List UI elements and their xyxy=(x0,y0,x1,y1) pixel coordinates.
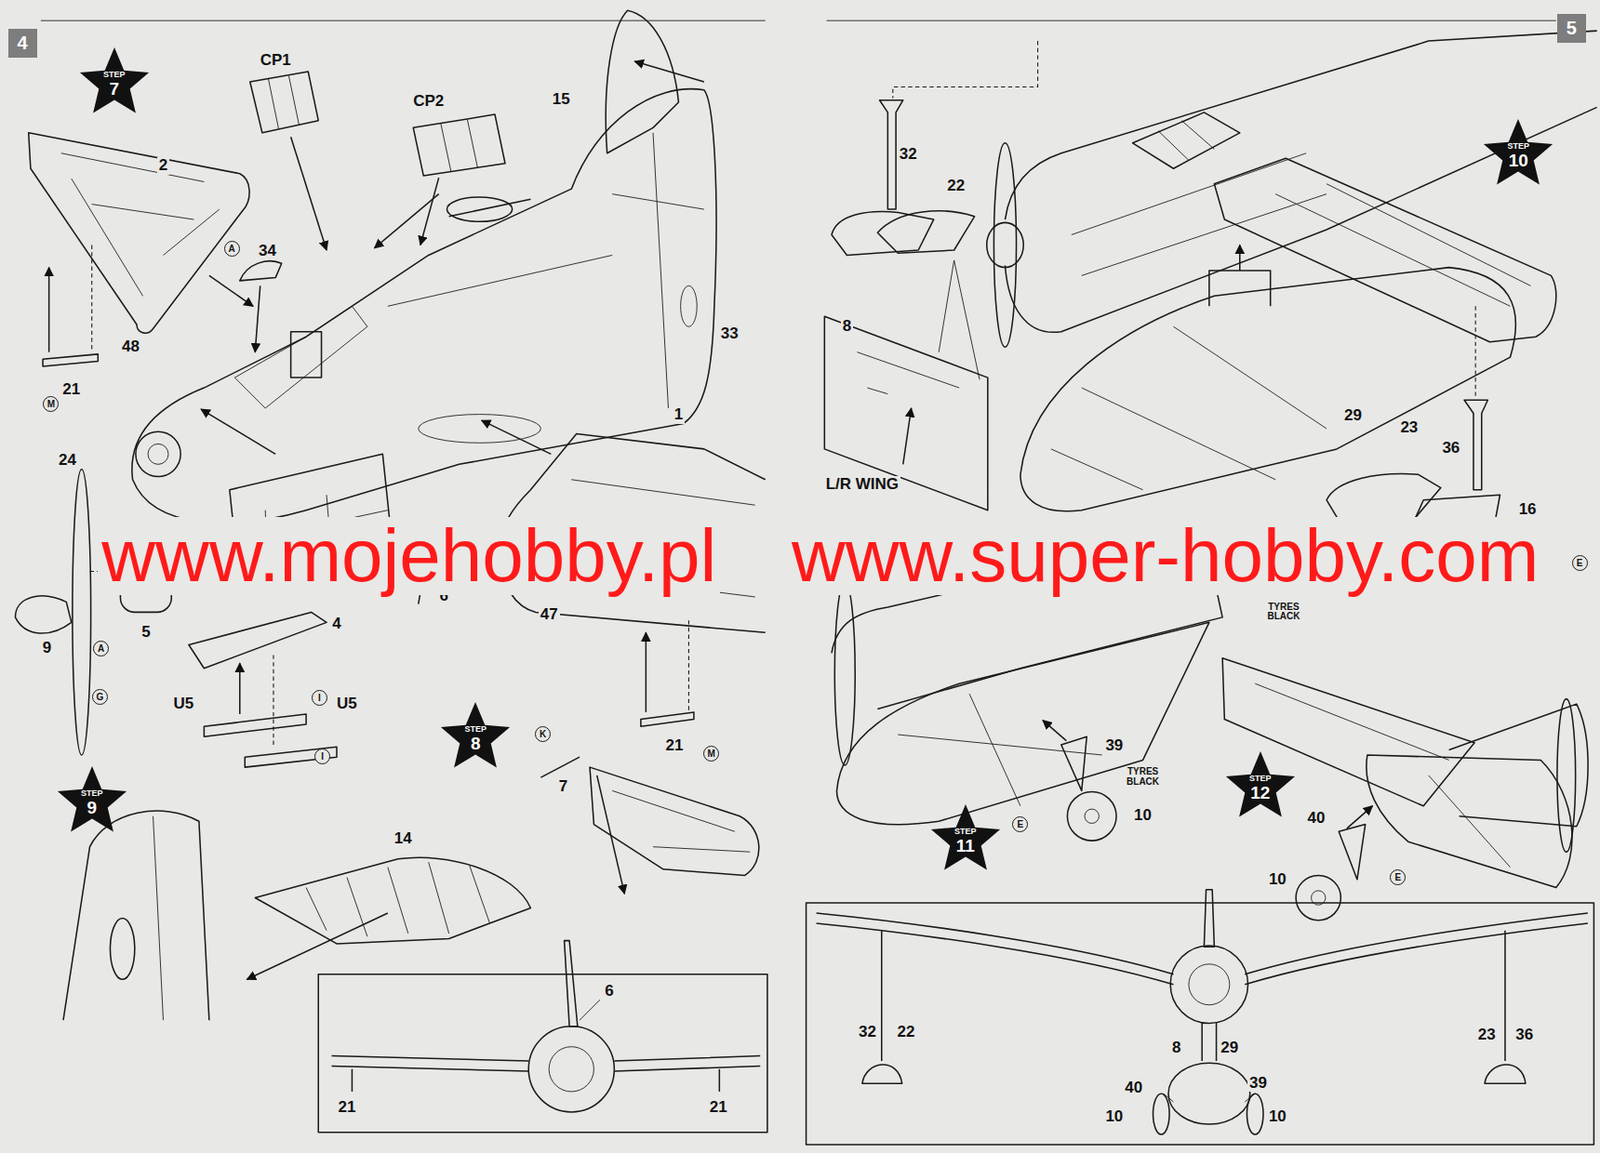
callout-number: U5 xyxy=(172,695,197,714)
callout-number: 33 xyxy=(719,325,741,344)
page-number-box: 5 xyxy=(1557,13,1587,43)
callout-number: 10 xyxy=(1266,871,1289,890)
callout-number: 7 xyxy=(557,778,570,797)
step-star: STEP11 xyxy=(928,801,1003,877)
callout-number: CP1 xyxy=(258,52,294,70)
paint-code: M xyxy=(47,399,55,410)
page-number: 5 xyxy=(1566,17,1577,40)
paint-code: A xyxy=(97,643,105,654)
paint-code-circle: A xyxy=(224,240,240,257)
step-word: STEP xyxy=(438,724,513,734)
step-number: 10 xyxy=(1480,150,1556,172)
paint-code: E xyxy=(1017,819,1025,830)
callout-number: 40 xyxy=(1122,1080,1145,1098)
paint-note: TYRES BLACK xyxy=(1265,602,1302,623)
step-number: 8 xyxy=(438,733,513,755)
callout-number: 21 xyxy=(60,381,82,400)
step-star: STEP12 xyxy=(1223,748,1298,824)
step-star: STEP7 xyxy=(77,44,152,120)
step-number: 11 xyxy=(928,836,1003,857)
callout-number: 39 xyxy=(1103,737,1125,756)
paint-note: TYRES BLACK xyxy=(1124,767,1161,787)
step-word: STEP xyxy=(928,826,1003,837)
callout-number: 22 xyxy=(895,1024,918,1042)
paint-code: I xyxy=(318,693,321,704)
paint-code-circle: K xyxy=(534,726,551,743)
callout-number: 10 xyxy=(1266,1108,1289,1127)
callout-number: 21 xyxy=(664,737,686,756)
callout-number: 2 xyxy=(157,157,170,175)
step-star: STEP8 xyxy=(438,699,513,774)
left-page xyxy=(14,10,767,1134)
paint-code-circle: E xyxy=(1012,816,1028,833)
paint-code-circle: E xyxy=(1389,869,1406,886)
callout-number: 8 xyxy=(1170,1040,1183,1058)
callout-number: 23 xyxy=(1398,419,1420,438)
callout-number: 29 xyxy=(1342,407,1364,426)
callout-number: 36 xyxy=(1440,440,1462,458)
callout-number: CP2 xyxy=(411,93,446,111)
callout-number: 32 xyxy=(897,146,920,164)
paint-code: G xyxy=(96,692,105,703)
step-number: 12 xyxy=(1223,783,1298,804)
callout-number: 32 xyxy=(856,1024,879,1042)
callout-number: 21 xyxy=(707,1099,730,1118)
paint-code-circle: I xyxy=(314,748,331,765)
watermark: www.super-hobby.com xyxy=(787,517,1543,596)
paint-code: E xyxy=(1394,872,1401,883)
paint-code-circle: M xyxy=(703,746,720,762)
callout-number: 5 xyxy=(139,624,152,642)
step-number: 7 xyxy=(77,79,152,100)
paint-code: K xyxy=(539,729,547,740)
callout-number: 1 xyxy=(672,406,685,425)
paint-code: I xyxy=(320,751,324,762)
paint-code-circle: I xyxy=(311,690,328,707)
callout-number: 10 xyxy=(1132,807,1154,826)
callout-number: 8 xyxy=(840,318,854,336)
callout-number: 39 xyxy=(1247,1075,1269,1094)
step-star: STEP9 xyxy=(54,763,130,839)
callout-number: U5 xyxy=(334,695,360,714)
paint-code-circle: G xyxy=(92,689,108,706)
paint-code: E xyxy=(1576,558,1584,569)
page-number: 4 xyxy=(17,32,28,54)
callout-number: 34 xyxy=(256,242,279,261)
paint-code-circle: A xyxy=(93,640,109,657)
step-word: STEP xyxy=(77,69,152,80)
callout-number: 4 xyxy=(330,615,343,634)
callout-number: 36 xyxy=(1513,1026,1535,1045)
callout-number: 6 xyxy=(602,983,615,1001)
paint-code-circle: E xyxy=(1572,555,1588,572)
callout-number: 24 xyxy=(56,452,79,470)
callout-number: L/R WING xyxy=(824,476,901,494)
callout-number: 15 xyxy=(550,91,573,109)
callout-number: 48 xyxy=(120,338,142,357)
step-word: STEP xyxy=(1223,773,1298,784)
callout-number: 9 xyxy=(40,640,54,658)
step-star: STEP10 xyxy=(1480,116,1556,191)
step-number: 9 xyxy=(54,798,130,819)
callout-number: 22 xyxy=(945,177,967,196)
page-number-box: 4 xyxy=(8,28,38,58)
paint-code: M xyxy=(706,748,715,760)
watermark: www.mojehobby.pl xyxy=(97,517,720,596)
callout-number: 23 xyxy=(1476,1026,1498,1045)
paint-code: A xyxy=(227,243,235,254)
step-word: STEP xyxy=(54,788,130,799)
callout-number: 10 xyxy=(1103,1108,1125,1127)
paint-code-circle: M xyxy=(42,396,59,413)
callout-number: 29 xyxy=(1218,1040,1240,1058)
step-word: STEP xyxy=(1480,141,1556,151)
callout-number: 14 xyxy=(392,830,414,849)
callout-number: 21 xyxy=(335,1099,358,1118)
callout-number: 40 xyxy=(1306,810,1328,828)
callout-number: 47 xyxy=(538,606,560,625)
